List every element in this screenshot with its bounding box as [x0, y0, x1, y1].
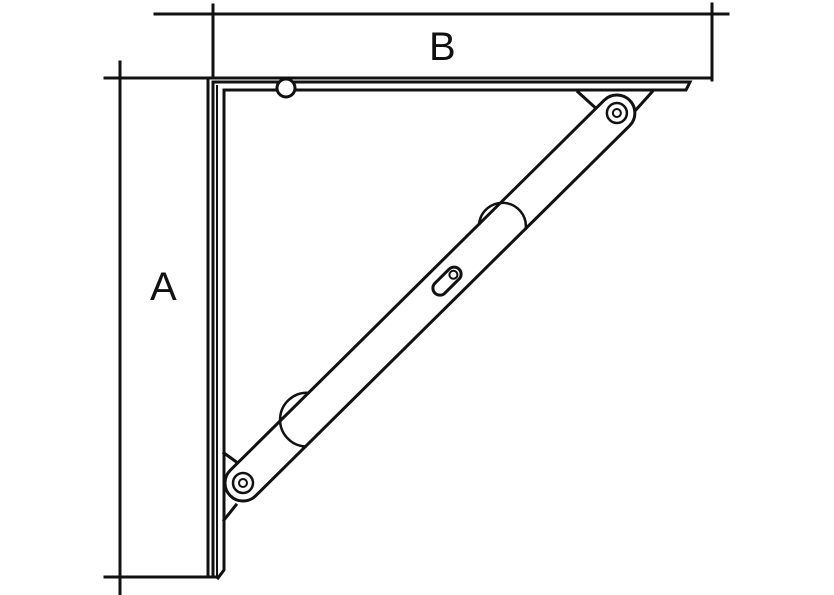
dimension-label-a: A — [150, 265, 177, 309]
bottom-hinge-bolt — [231, 471, 255, 495]
dimension-line-b — [153, 2, 730, 82]
diagonal-brace — [223, 93, 637, 503]
bracket-frame — [206, 76, 714, 581]
dimension-label-b: B — [429, 25, 456, 69]
slot — [431, 265, 463, 297]
top-hinge-bolt — [605, 101, 629, 125]
pivot-pin — [275, 77, 297, 99]
dimension-line-a — [103, 60, 215, 595]
